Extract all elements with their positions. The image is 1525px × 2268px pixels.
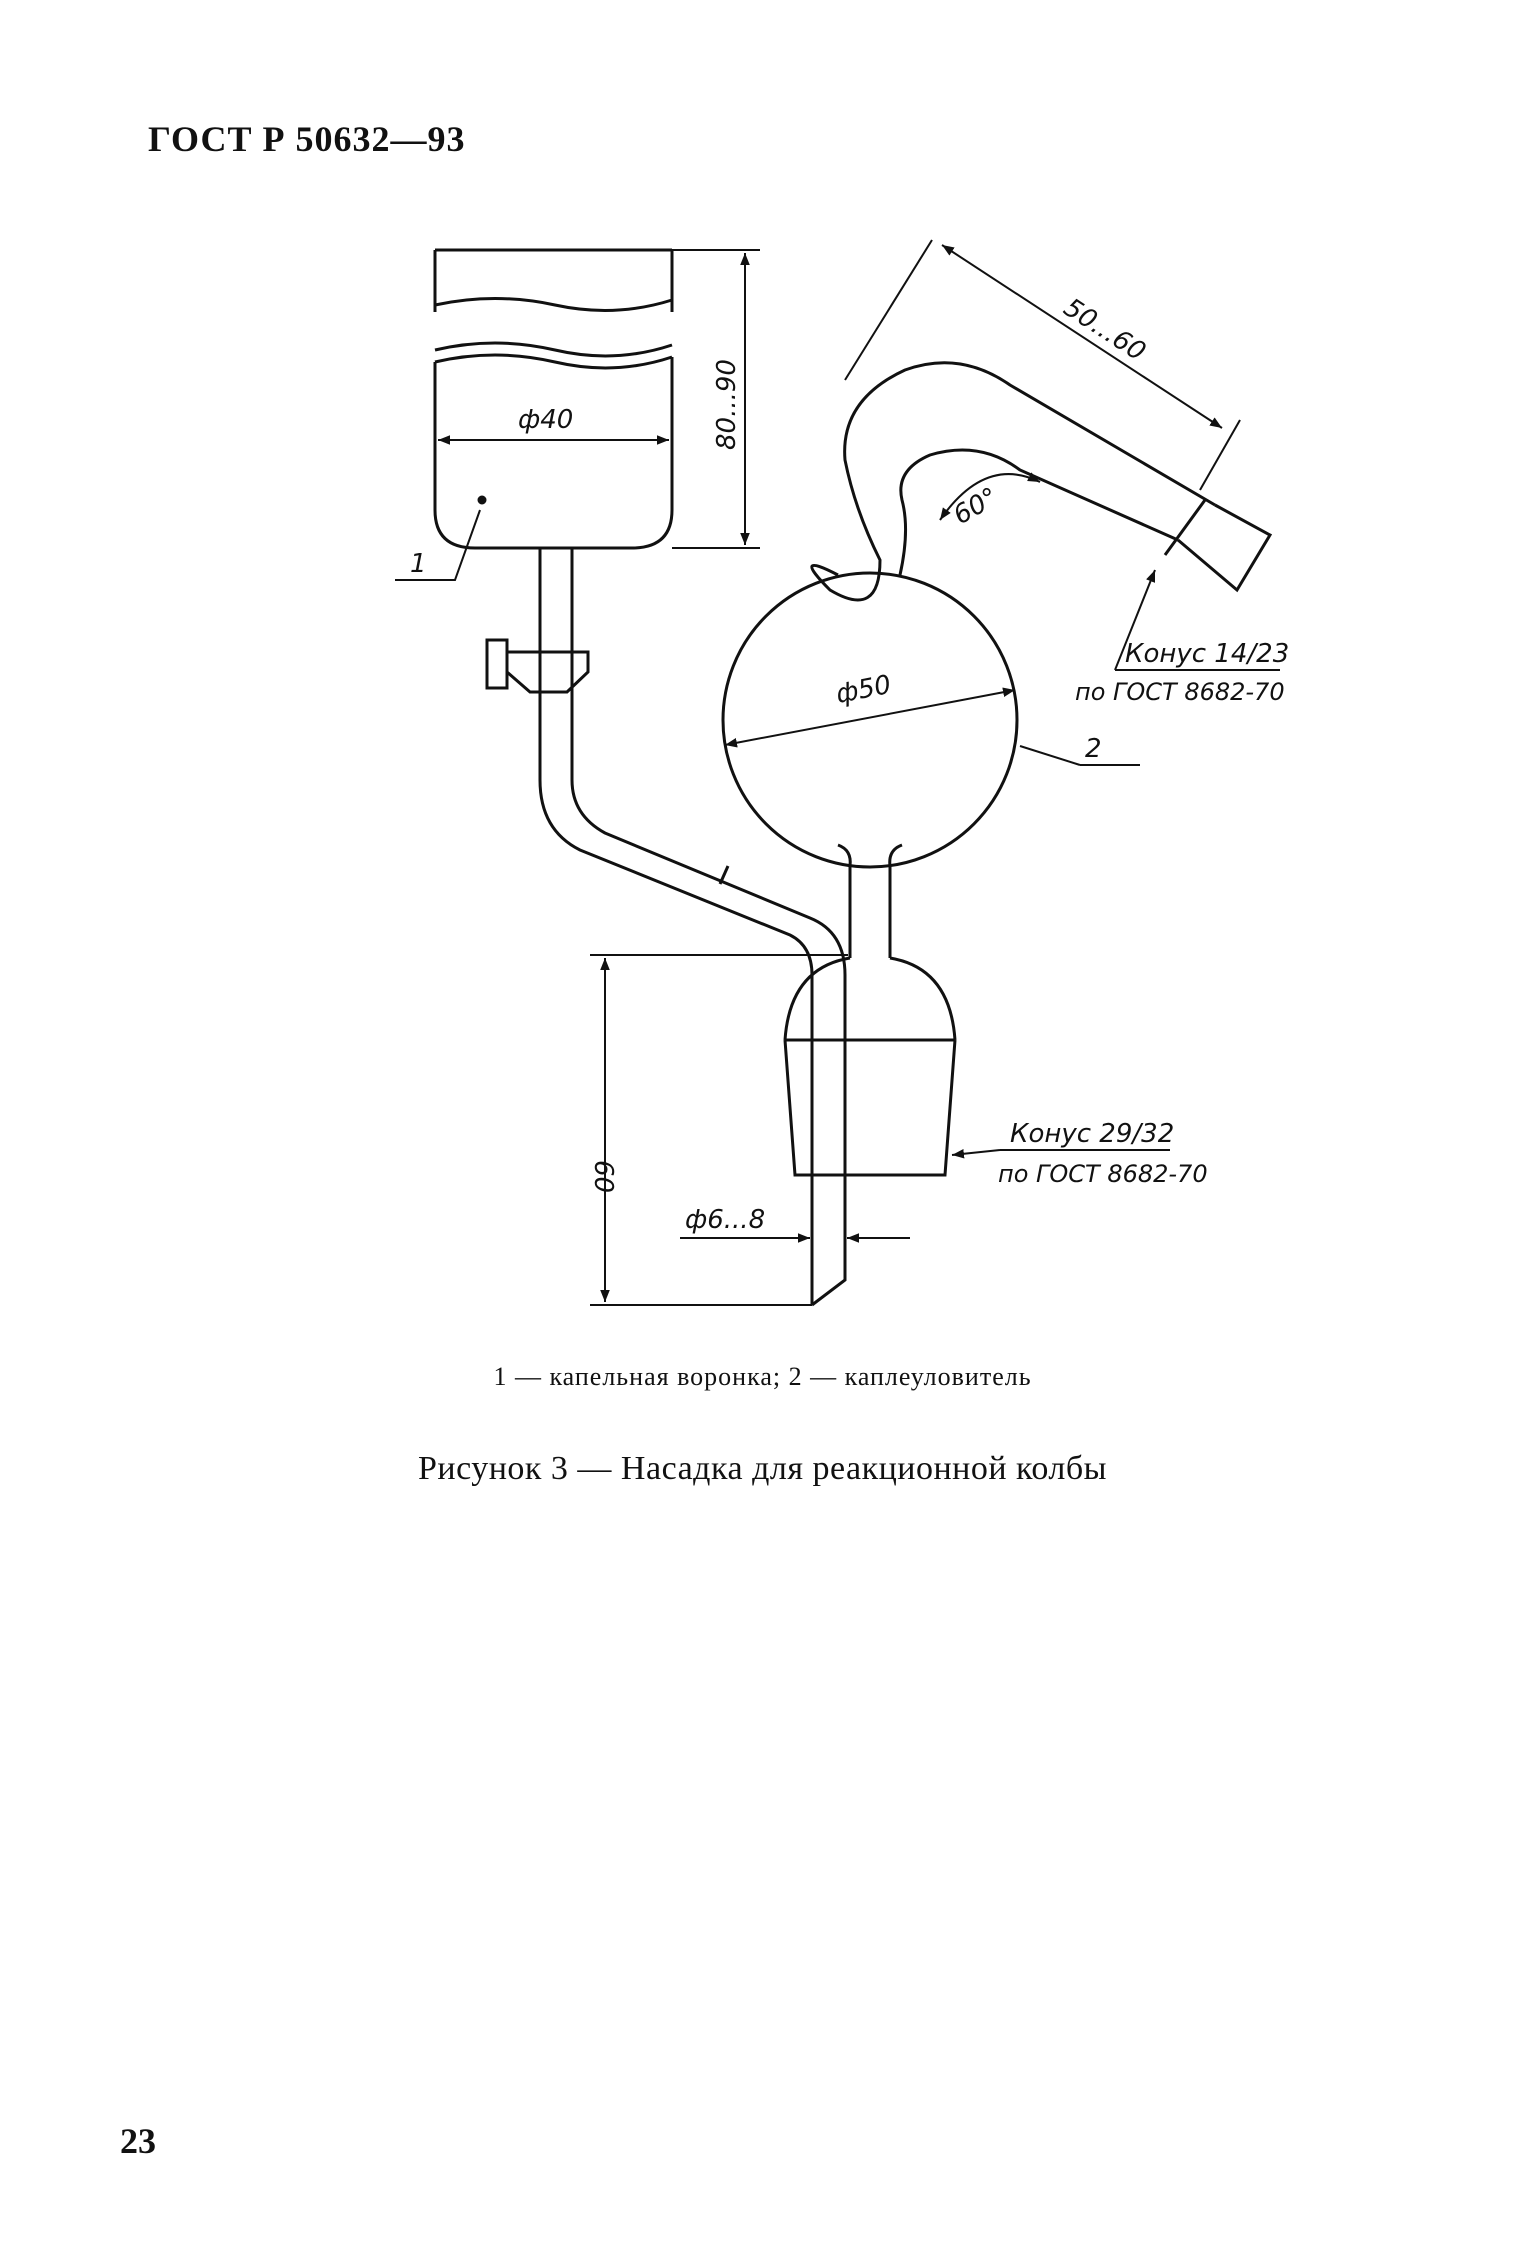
cone-bottom-label-line1: Конус 29/32 xyxy=(1010,1119,1174,1149)
cone-bottom-label-line2: по ГОСТ 8682-70 xyxy=(998,1160,1208,1188)
dim-tube-diameter: ф6...8 xyxy=(685,1205,765,1235)
dim-funnel-height: 80...90 xyxy=(712,359,742,450)
dropping-funnel xyxy=(433,248,847,1307)
cone-top-label-line2: по ГОСТ 8682-70 xyxy=(1075,678,1285,706)
page-number: 23 xyxy=(120,2121,156,2161)
dimension-lines xyxy=(395,239,1280,1306)
cone-top-label-line1: Конус 14/23 xyxy=(1125,639,1289,669)
dim-bulb-diameter: ф50 xyxy=(834,670,894,710)
drop-catcher xyxy=(721,361,1273,1177)
dim-funnel-diameter: ф40 xyxy=(518,405,573,435)
document-header: ГОСТ Р 50632—93 xyxy=(148,119,466,159)
dim-angle: 60° xyxy=(949,482,1004,531)
figure-legend: 1 — капельная воронка; 2 — каплеуловител… xyxy=(493,1362,1032,1391)
callout-1: 1 xyxy=(410,549,427,579)
callout-2: 2 xyxy=(1085,734,1102,764)
dim-tube-length: 60 xyxy=(588,1160,618,1193)
figure-caption: Рисунок 3 — Насадка для реакционной колб… xyxy=(417,1450,1108,1487)
